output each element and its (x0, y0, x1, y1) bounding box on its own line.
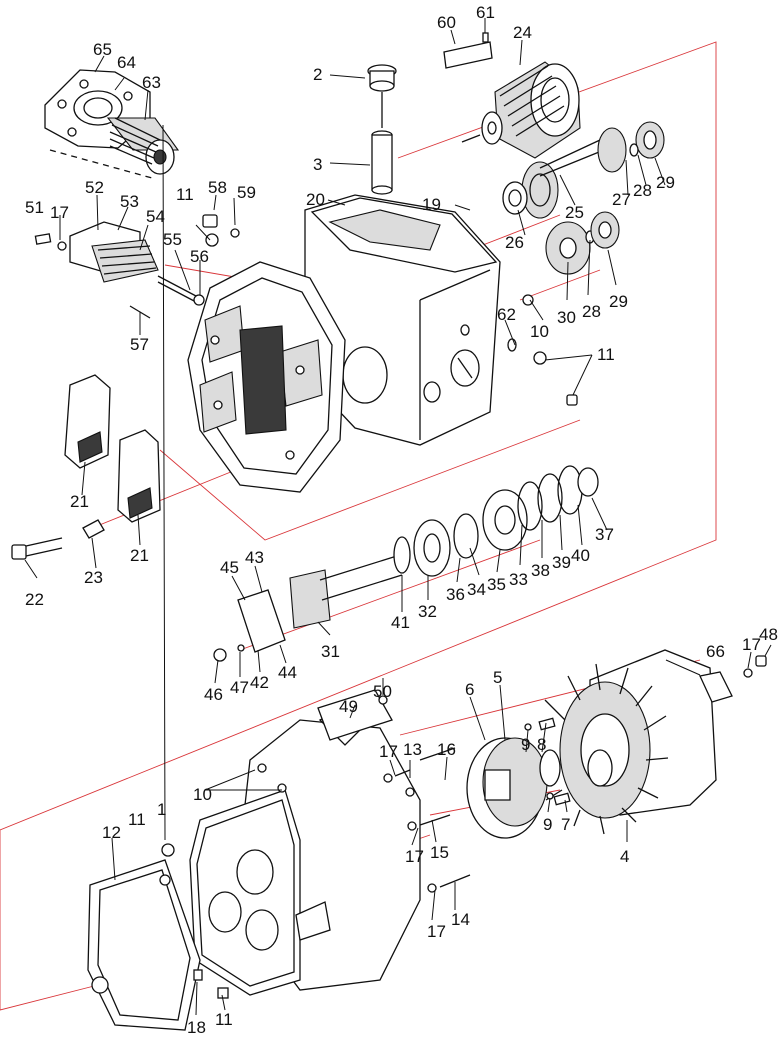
part-label-11d: 11 (215, 1010, 233, 1029)
part-label-47: 47 (230, 678, 249, 697)
part-label-18: 18 (187, 1018, 206, 1037)
part-label-7: 7 (561, 815, 570, 834)
part-label-64: 64 (117, 53, 136, 72)
part-label-54: 54 (146, 207, 165, 226)
part-label-40: 40 (571, 546, 590, 565)
part-label-63: 63 (142, 73, 161, 92)
part-label-59: 59 (237, 183, 256, 202)
pump-cover-assembly (44, 69, 180, 179)
part-label-31: 31 (321, 642, 340, 661)
part-label-12: 12 (102, 823, 121, 842)
part-label-48: 48 (759, 625, 778, 644)
part-label-17c: 17 (379, 742, 398, 761)
part-label-62: 62 (497, 305, 516, 324)
part-label-46: 46 (204, 685, 223, 704)
part-label-44: 44 (278, 663, 297, 682)
breather-filler (367, 64, 397, 195)
part-label-50: 50 (373, 682, 392, 701)
part-label-39: 39 (552, 553, 571, 572)
part-label-9b: 9 (543, 815, 552, 834)
part-label-4: 4 (620, 847, 629, 866)
part-label-14: 14 (451, 910, 470, 929)
part-label-27: 27 (612, 190, 631, 209)
bevel-pinion-shaft (213, 465, 599, 662)
part-label-37: 37 (595, 525, 614, 544)
part-label-1: 1 (157, 800, 166, 819)
part-label-58: 58 (208, 178, 227, 197)
hydraulic-pump (34, 214, 240, 319)
bell-housing (189, 689, 471, 996)
part-label-65: 65 (93, 40, 112, 59)
part-label-49: 49 (339, 697, 358, 716)
part-label-17e: 17 (427, 922, 446, 941)
part-label-45: 45 (220, 558, 239, 577)
part-label-52: 52 (85, 178, 104, 197)
part-label-53: 53 (120, 192, 139, 211)
torque-converter (544, 649, 767, 835)
part-label-17: 17 (50, 203, 69, 222)
charge-pump-plate (466, 717, 571, 839)
part-label-6: 6 (465, 680, 474, 699)
part-label-13: 13 (403, 740, 422, 759)
part-label-57: 57 (130, 335, 149, 354)
housing-flange (187, 261, 346, 493)
part-label-10: 10 (530, 322, 549, 341)
part-label-20: 20 (306, 190, 325, 209)
gearbox-housing (304, 194, 578, 446)
part-label-51: 51 (25, 198, 44, 217)
part-label-35: 35 (487, 575, 506, 594)
part-label-66: 66 (706, 642, 725, 661)
part-label-28b: 28 (582, 302, 601, 321)
part-label-10b: 10 (193, 785, 212, 804)
part-label-42: 42 (250, 673, 269, 692)
part-label-34: 34 (467, 580, 486, 599)
part-label-9: 9 (521, 735, 530, 754)
part-label-61: 61 (476, 3, 495, 22)
part-label-55: 55 (163, 230, 182, 249)
part-label-60: 60 (437, 13, 456, 32)
part-label-23: 23 (84, 568, 103, 587)
leader-lines (24, 18, 772, 1016)
gear-shaft-assembly (502, 121, 665, 275)
part-label-19: 19 (422, 195, 441, 214)
part-label-33: 33 (509, 570, 528, 589)
part-label-8: 8 (537, 735, 546, 754)
part-label-17d: 17 (405, 847, 424, 866)
part-label-25: 25 (565, 203, 584, 222)
part-label-29: 29 (656, 173, 675, 192)
part-label-16: 16 (437, 740, 456, 759)
part-label-41: 41 (391, 613, 410, 632)
part-label-32: 32 (418, 602, 437, 621)
part-label-24: 24 (513, 23, 532, 42)
clutch-drum-assembly (443, 32, 581, 159)
part-label-11b: 11 (597, 345, 615, 364)
part-label-5: 5 (493, 668, 502, 687)
part-label-11c: 11 (128, 810, 146, 829)
part-label-36: 36 (446, 585, 465, 604)
part-label-2: 2 (313, 65, 322, 84)
part-label-29b: 29 (609, 292, 628, 311)
part-label-26: 26 (505, 233, 524, 252)
part-label-30: 30 (557, 308, 576, 327)
part-label-43: 43 (245, 548, 264, 567)
part-label-15: 15 (430, 843, 449, 862)
gasket (87, 843, 229, 1031)
part-label-11: 11 (176, 185, 194, 204)
part-label-28: 28 (633, 181, 652, 200)
part-label-21b: 21 (130, 546, 149, 565)
part-label-17b: 17 (742, 635, 761, 654)
part-label-3: 3 (313, 155, 322, 174)
part-label-56: 56 (190, 247, 209, 266)
part-number-labels: 60 61 24 65 64 63 2 3 20 19 27 28 29 25 … (25, 3, 778, 1037)
part-label-22: 22 (25, 590, 44, 609)
bearing-caps (11, 374, 161, 560)
part-label-38: 38 (531, 561, 550, 580)
part-label-21: 21 (70, 492, 89, 511)
